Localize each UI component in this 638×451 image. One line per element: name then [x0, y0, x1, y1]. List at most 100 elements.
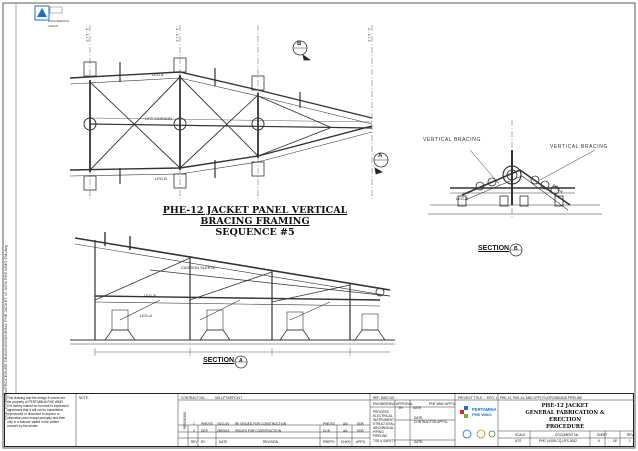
rev-row-0-by: DRS [201, 429, 208, 433]
logo-sub-1: ENGINEERING [48, 19, 70, 23]
disc-tsr: TSR & SAFETY [373, 439, 396, 443]
disc-structural: STRUCTURAL [373, 422, 395, 426]
phe-wmo-name: PHE WMO [472, 412, 492, 417]
scale-value: NTS [515, 439, 522, 443]
axis-label-2: 1 - 1 / 2 [175, 28, 180, 42]
pertamina-name: PERTAMINA [472, 407, 497, 412]
notes-line-2: the property of PERTAMINA PHE WMO [7, 400, 64, 404]
plan-leg-a-label: LEG A [152, 72, 164, 77]
title-block-grid [75, 393, 634, 447]
section-a-view [70, 232, 395, 369]
axis-label-3: 2 - 1 / 2 [367, 28, 372, 42]
contractor-appvl-label: CONTRACTOR APP'VL [414, 420, 449, 424]
section-a-leg-b-label: LEG-B [144, 293, 157, 298]
rev-label: REV [627, 433, 634, 437]
scale-label: SCALE [515, 433, 526, 437]
revisions-label: REVISIONS [183, 412, 187, 430]
section-b-title: SECTION [478, 245, 510, 252]
rev-row-1-chk: AN [343, 422, 348, 426]
section-a-leg-a-label: LEG-A [140, 313, 153, 318]
callout-a-letter: A [378, 153, 383, 159]
plan-view [69, 25, 389, 200]
sheet-value: 6 [598, 439, 600, 443]
axis-label-1: 1 - 1 / 2 [85, 28, 90, 42]
date-label: DATE [413, 406, 422, 410]
rev-value: 1 [629, 439, 631, 443]
section-b-leg-b-label: LEG-B [456, 196, 469, 201]
disc-process: PROCESS [373, 410, 389, 414]
section-b-view [428, 120, 602, 257]
rev-head-date: DATE [219, 440, 228, 444]
disc-mechanical: MECHANICAL [373, 426, 394, 430]
project-title-label: PROJECT TITLE : [458, 396, 485, 400]
rev-row-1-appd: SDR [357, 422, 364, 426]
disc-instrument: INSTRUMENT [373, 418, 394, 422]
notes-line-8: consent by the lender. [7, 424, 39, 428]
rev-head-rev: REV [191, 440, 198, 444]
section-a-title: SECTION [203, 357, 235, 364]
side-file-path: FILE: D:\Tenders\PROCEDURE DRAWING\GENER… [3, 245, 8, 420]
date-label-2: DATE: [414, 416, 424, 420]
callout-b-letter: B [297, 41, 302, 47]
rev-row-1-by: PHE/SS [201, 422, 213, 426]
contract-label: CONTRACT NO. : [181, 396, 207, 400]
notes-line-4: agreement that it will not be transmitte… [7, 408, 64, 412]
rev-row-0-appd: SDR [357, 429, 364, 433]
rev-row-0-chk: AN [343, 429, 348, 433]
disc-electrical: ELECTRICAL [373, 414, 393, 418]
plan-caisson-label: LEG CAISSON [145, 116, 173, 121]
rev-row-1-date: 03/11/15 [217, 422, 230, 426]
by-label: BY [399, 406, 404, 410]
rev-row-1-prep: PHE/SS [323, 422, 335, 426]
note-label: NOTE: [79, 396, 89, 400]
rev-row-1-rev: 1 [193, 422, 195, 426]
disc-pipeline: PIPELINE [373, 434, 388, 438]
section-a-letter: A [239, 358, 243, 364]
eng-approval-label: ENGINEERING APPROVAL [373, 402, 413, 406]
ref-dwg-label: REF. DWG NO. : [373, 396, 397, 400]
disc-piping: PIPING [373, 430, 384, 434]
rev-row-1-desc: RE ISSUED FOR CONSTRUCTION [235, 422, 287, 426]
notes-line-7: only in a manner stated in the written [7, 420, 60, 424]
docno-value: PHE-14005-CQ-UFS-0002 [539, 439, 577, 443]
date-label-3: DATE: [414, 440, 424, 444]
notes-line-5: reproduced or disclosed to anyone or [7, 412, 60, 416]
title-block: This drawing and the design it covers ar… [4, 393, 634, 447]
drawing-title: PHE-12 JACKET GENERAL FABRICATION & EREC… [510, 403, 620, 431]
docno-label: DOCUMENT No [555, 433, 579, 437]
main-title-line-1: PHE-12 JACKET PANEL VERTICAL BRACING FRA… [162, 205, 348, 227]
notes-line-6: otherwise used except promptly and then [7, 416, 66, 420]
project-title: EPCI 1 - PHE-12, PHE-24, AND CPP2 PLATFO… [487, 396, 583, 400]
rev-row-0-rev: 0 [193, 429, 195, 433]
contract-no: 002-LPTS/EPCI/17 [215, 396, 243, 400]
section-b-letter: B [514, 246, 518, 252]
section-a-caisson-label: CAISSON SLEEVE [181, 265, 216, 270]
company-logo [34, 5, 63, 21]
rev-head-desc: REVISION [263, 440, 279, 444]
rev-head-prep: PREP'D [323, 440, 335, 444]
rev-row-0-date: 28/09/15 [217, 429, 230, 433]
main-title-line-2: SEQUENCE #5 [215, 227, 295, 238]
rev-head-appd: APP'D [356, 440, 366, 444]
logo-sub-2: CHECK [48, 24, 59, 28]
vertical-bracing-left-label: VERTICAL BRACING [423, 137, 481, 143]
rev-head-by: BY [201, 440, 206, 444]
drawing-title-2: GENERAL FABRICATION & ERECTION [525, 410, 605, 423]
sheet-label: SHEET [597, 433, 608, 437]
rev-row-0-prep: DCB [323, 429, 330, 433]
rev-head-chk: CHK'D [341, 440, 351, 444]
phe-wmo-appvl-label: PHE WMO APP'VL [429, 402, 457, 406]
rev-row-0-desc: ISSUED FOR CONSTRUCTION [235, 429, 282, 433]
vertical-bracing-right-label: VERTICAL BRACING [550, 144, 608, 150]
main-title: PHE-12 JACKET PANEL VERTICAL BRACING FRA… [150, 205, 360, 238]
plan-leg-b-label: LEG B [155, 176, 167, 181]
contractor-logos [462, 429, 496, 439]
notes-line-1: This drawing and the design it covers ar… [7, 396, 66, 400]
pertamina-logo [460, 406, 468, 418]
notes-line-3: It is merely loaned on borrower's expres… [7, 404, 69, 408]
drawing-title-3: PROCEDURE [545, 424, 585, 430]
of-value: OF [613, 439, 618, 443]
drawing-title-1: PHE-12 JACKET [541, 403, 589, 409]
